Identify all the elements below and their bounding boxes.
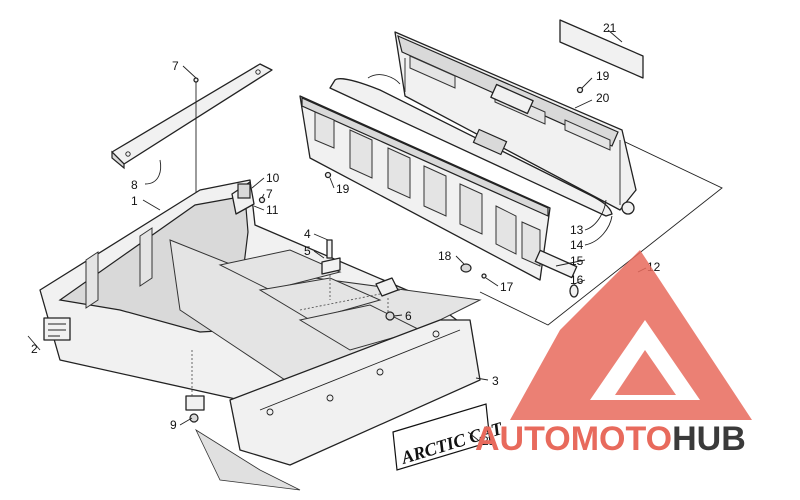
hardware-6: [375, 277, 399, 321]
latch-handle: [472, 83, 534, 156]
watermark-logo: [510, 250, 752, 420]
callout-10: 10: [266, 171, 280, 185]
callout-8: 8: [131, 178, 138, 192]
hinge-pin: [534, 249, 579, 298]
callout-7-mid: 7: [266, 187, 273, 201]
callout-7-top: 7: [172, 59, 179, 73]
callout-6: 6: [405, 309, 412, 323]
callout-20: 20: [596, 91, 610, 105]
callout-16: 16: [570, 273, 584, 287]
callout-18: 18: [438, 249, 452, 263]
watermark-text: AUTOMOTOHUB: [475, 420, 746, 458]
callout-14: 14: [570, 238, 584, 252]
callout-13: 13: [570, 223, 584, 237]
callout-19-mid: 19: [336, 182, 350, 196]
callout-3: 3: [492, 374, 499, 388]
callout-17: 17: [500, 280, 514, 294]
hardware-10-11: [237, 183, 266, 204]
latch-rod: [329, 74, 613, 217]
callout-21-bottom: 21: [482, 434, 496, 448]
hardware-19-a: [576, 86, 584, 94]
callouts: 21 19 20 7 8 1 10 7 11 19 4 5 6 2 3 9 21…: [31, 21, 661, 448]
callout-15: 15: [570, 254, 584, 268]
warning-label: [43, 317, 71, 341]
tailgate-inner: [299, 95, 551, 281]
front-panel: [229, 319, 481, 466]
mounting-rail: [111, 63, 273, 170]
callout-19-top: 19: [596, 69, 610, 83]
callout-1: 1: [131, 194, 138, 208]
hardware-9: [185, 350, 205, 423]
hardware-18: [460, 263, 472, 273]
decal-panel: [559, 19, 644, 79]
callout-4: 4: [304, 227, 311, 241]
callout-11: 11: [266, 203, 279, 217]
callout-2: 2: [31, 342, 38, 356]
hardware-17: [481, 273, 487, 279]
callout-5: 5: [304, 244, 311, 258]
hardware-19-b: [324, 171, 332, 179]
floor-plate: [195, 428, 301, 491]
callout-9: 9: [170, 418, 177, 432]
callout-21-top: 21: [603, 21, 617, 35]
